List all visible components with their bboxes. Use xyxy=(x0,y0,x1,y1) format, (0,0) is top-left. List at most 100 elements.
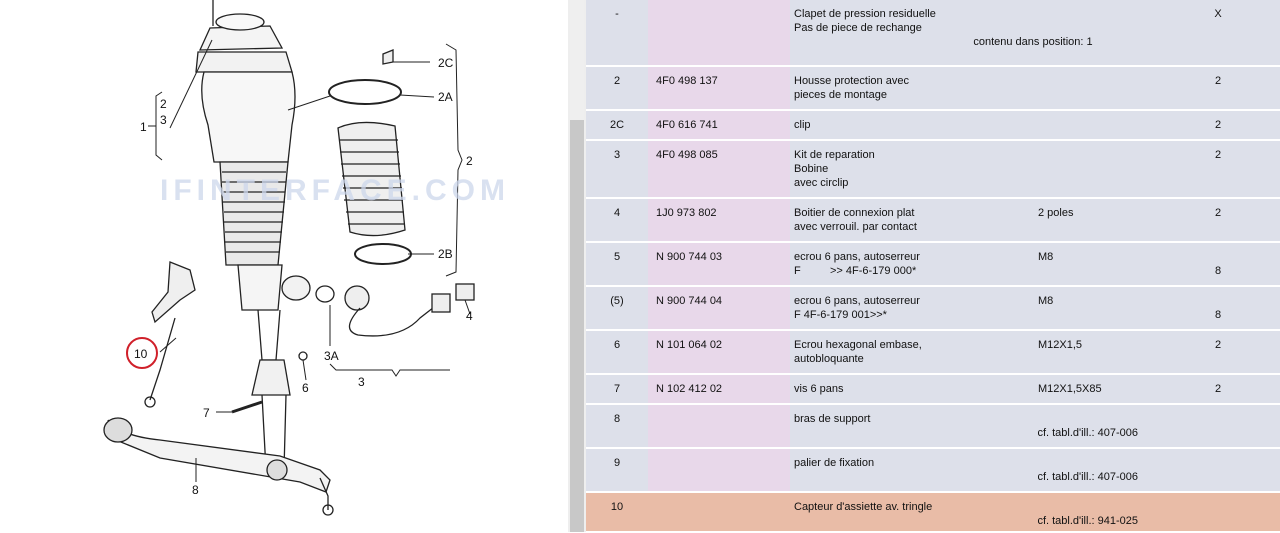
cell-quantity: 2 xyxy=(1156,110,1280,141)
desc-line: Clapet de pression residuelle xyxy=(794,8,936,20)
quantity-value: 8 xyxy=(1214,309,1222,321)
cell-description: Ecrou hexagonal embase, autobloquante xyxy=(790,330,1034,375)
table-row[interactable]: 6 N 101 064 02 Ecrou hexagonal embase, a… xyxy=(586,330,1280,375)
cell-position: - xyxy=(586,0,648,67)
cell-quantity: 2 xyxy=(1156,198,1280,243)
cell-description: ecrou 6 pans, autoserreur F 4F-6-179 001… xyxy=(790,286,1034,331)
sub-reference-label: contenu dans position: xyxy=(973,36,1084,48)
cell-description: Kit de reparation Bobine avec circlip xyxy=(790,140,1034,199)
cell-quantity xyxy=(1156,492,1280,533)
diagram-svg: 2C 2A 2 2B 4 1 2 3 10 3A 3 6 7 8 xyxy=(103,0,475,516)
sub-reference-label: cf. tabl.d'ill.: xyxy=(1037,471,1095,483)
callout-2B: 2B xyxy=(438,247,453,261)
callout-10: 10 xyxy=(134,347,148,361)
callout-1: 1 xyxy=(140,120,147,134)
sub-reference-value: 407-006 xyxy=(1097,427,1138,439)
cell-part-number: N 101 064 02 xyxy=(648,330,790,375)
sub-reference-value: 407-006 xyxy=(1097,471,1138,483)
table-row[interactable]: 2 4F0 498 137 Housse protection avec pie… xyxy=(586,66,1280,111)
cell-quantity: 8 xyxy=(1156,286,1280,331)
callout-8: 8 xyxy=(192,483,199,497)
cell-position: 6 xyxy=(586,330,648,375)
cell-quantity xyxy=(1156,404,1280,449)
cell-position: 2C xyxy=(586,110,648,141)
parts-table: - Clapet de pression residuelle Pas de p… xyxy=(586,0,1280,533)
cell-remark: M12X1,5 xyxy=(1034,330,1156,375)
desc-line: ecrou 6 pans, autoserreur xyxy=(794,251,920,263)
table-row-highlighted[interactable]: 10 Capteur d'assiette av. tringle cf. ta… xyxy=(586,492,1280,533)
desc-line: Pas de piece de rechange xyxy=(794,22,922,34)
desc-line: vis 6 pans xyxy=(794,383,844,395)
callout-6: 6 xyxy=(302,381,309,395)
cell-description: Boitier de connexion plat avec verrouil.… xyxy=(790,198,1034,243)
desc-line: Ecrou hexagonal embase, xyxy=(794,339,922,351)
desc-prefix: F xyxy=(794,265,801,277)
table-row[interactable]: 8 bras de support cf. tabl.d'ill.: 407-0… xyxy=(586,404,1280,449)
cell-part-number xyxy=(648,448,790,493)
cell-part-number: 1J0 973 802 xyxy=(648,198,790,243)
cell-part-number xyxy=(648,404,790,449)
cell-position: 4 xyxy=(586,198,648,243)
desc-line: Bobine xyxy=(794,163,829,175)
cell-part-number xyxy=(648,492,790,533)
cell-part-number xyxy=(648,0,790,67)
sub-reference: cf. tabl.d'ill.: 407-006 xyxy=(794,426,1152,440)
cell-description: Housse protection avec pieces de montage xyxy=(790,66,1034,111)
callout-1-sub-3: 3 xyxy=(160,113,167,127)
table-row[interactable]: 2C 4F0 616 741 clip 2 xyxy=(586,110,1280,141)
desc-line: Capteur d'assiette av. tringle xyxy=(794,501,933,513)
sub-reference: cf. tabl.d'ill.: 941-025 xyxy=(794,514,1152,528)
cell-description: Capteur d'assiette av. tringle cf. tabl.… xyxy=(790,492,1156,533)
callout-2C: 2C xyxy=(438,56,454,70)
cell-position: 9 xyxy=(586,448,648,493)
cell-description: clip xyxy=(790,110,1034,141)
desc-line: bras de support xyxy=(794,413,871,425)
cell-part-number: N 900 744 03 xyxy=(648,242,790,287)
desc-line: F 4F-6-179 001>>* xyxy=(794,309,887,321)
cell-quantity: 8 xyxy=(1156,242,1280,287)
desc-line: pieces de montage xyxy=(794,89,887,101)
desc-line: F >> 4F-6-179 000* xyxy=(794,264,1030,278)
cell-position: 8 xyxy=(586,404,648,449)
cell-position: 10 xyxy=(586,492,648,533)
cell-remark: M8 xyxy=(1034,286,1156,331)
callout-3: 3 xyxy=(358,375,365,389)
cell-remark: M8 xyxy=(1034,242,1156,287)
sub-reference: contenu dans position: 1 xyxy=(794,35,1272,49)
cell-part-number: 4F0 498 085 xyxy=(648,140,790,199)
desc-line: Kit de reparation xyxy=(794,149,875,161)
table-row[interactable]: 4 1J0 973 802 Boitier de connexion plat … xyxy=(586,198,1280,243)
cell-quantity: 2 xyxy=(1156,140,1280,199)
desc-text: >> 4F-6-179 000* xyxy=(830,265,917,277)
table-row[interactable]: 7 N 102 412 02 vis 6 pans M12X1,5X85 2 xyxy=(586,374,1280,405)
desc-line: Boitier de connexion plat xyxy=(794,207,915,219)
desc-line: palier de fixation xyxy=(794,457,875,469)
callout-4: 4 xyxy=(466,309,473,323)
desc-line: autobloquante xyxy=(794,353,864,365)
cell-position: (5) xyxy=(586,286,648,331)
desc-line: clip xyxy=(794,119,811,131)
watermark: IFINTERFACE.COM xyxy=(160,174,510,207)
table-row[interactable]: 5 N 900 744 03 ecrou 6 pans, autoserreur… xyxy=(586,242,1280,287)
cell-description: Clapet de pression residuelle Pas de pie… xyxy=(790,0,1156,67)
cell-part-number: N 900 744 04 xyxy=(648,286,790,331)
sub-reference-label: cf. tabl.d'ill.: xyxy=(1037,515,1095,527)
cell-part-number: 4F0 616 741 xyxy=(648,110,790,141)
desc-line: ecrou 6 pans, autoserreur xyxy=(794,295,920,307)
cell-description: ecrou 6 pans, autoserreur F >> 4F-6-179 0… xyxy=(790,242,1034,287)
cell-position: 5 xyxy=(586,242,648,287)
sub-reference-value: 941-025 xyxy=(1097,515,1138,527)
cell-position: 7 xyxy=(586,374,648,405)
table-row[interactable]: 3 4F0 498 085 Kit de reparation Bobine a… xyxy=(586,140,1280,199)
cell-remark: M12X1,5X85 xyxy=(1034,374,1156,405)
desc-line: avec circlip xyxy=(794,177,849,189)
table-row[interactable]: - Clapet de pression residuelle Pas de p… xyxy=(586,0,1280,67)
callout-1-sub-2: 2 xyxy=(160,97,167,111)
cell-description: palier de fixation cf. tabl.d'ill.: 407-… xyxy=(790,448,1156,493)
cell-quantity: X xyxy=(1156,0,1280,67)
callout-2A: 2A xyxy=(438,90,453,104)
table-row[interactable]: (5) N 900 744 04 ecrou 6 pans, autoserre… xyxy=(586,286,1280,331)
scrollbar-thumb[interactable] xyxy=(570,120,584,532)
cell-part-number: 4F0 498 137 xyxy=(648,66,790,111)
table-row[interactable]: 9 palier de fixation cf. tabl.d'ill.: 40… xyxy=(586,448,1280,493)
